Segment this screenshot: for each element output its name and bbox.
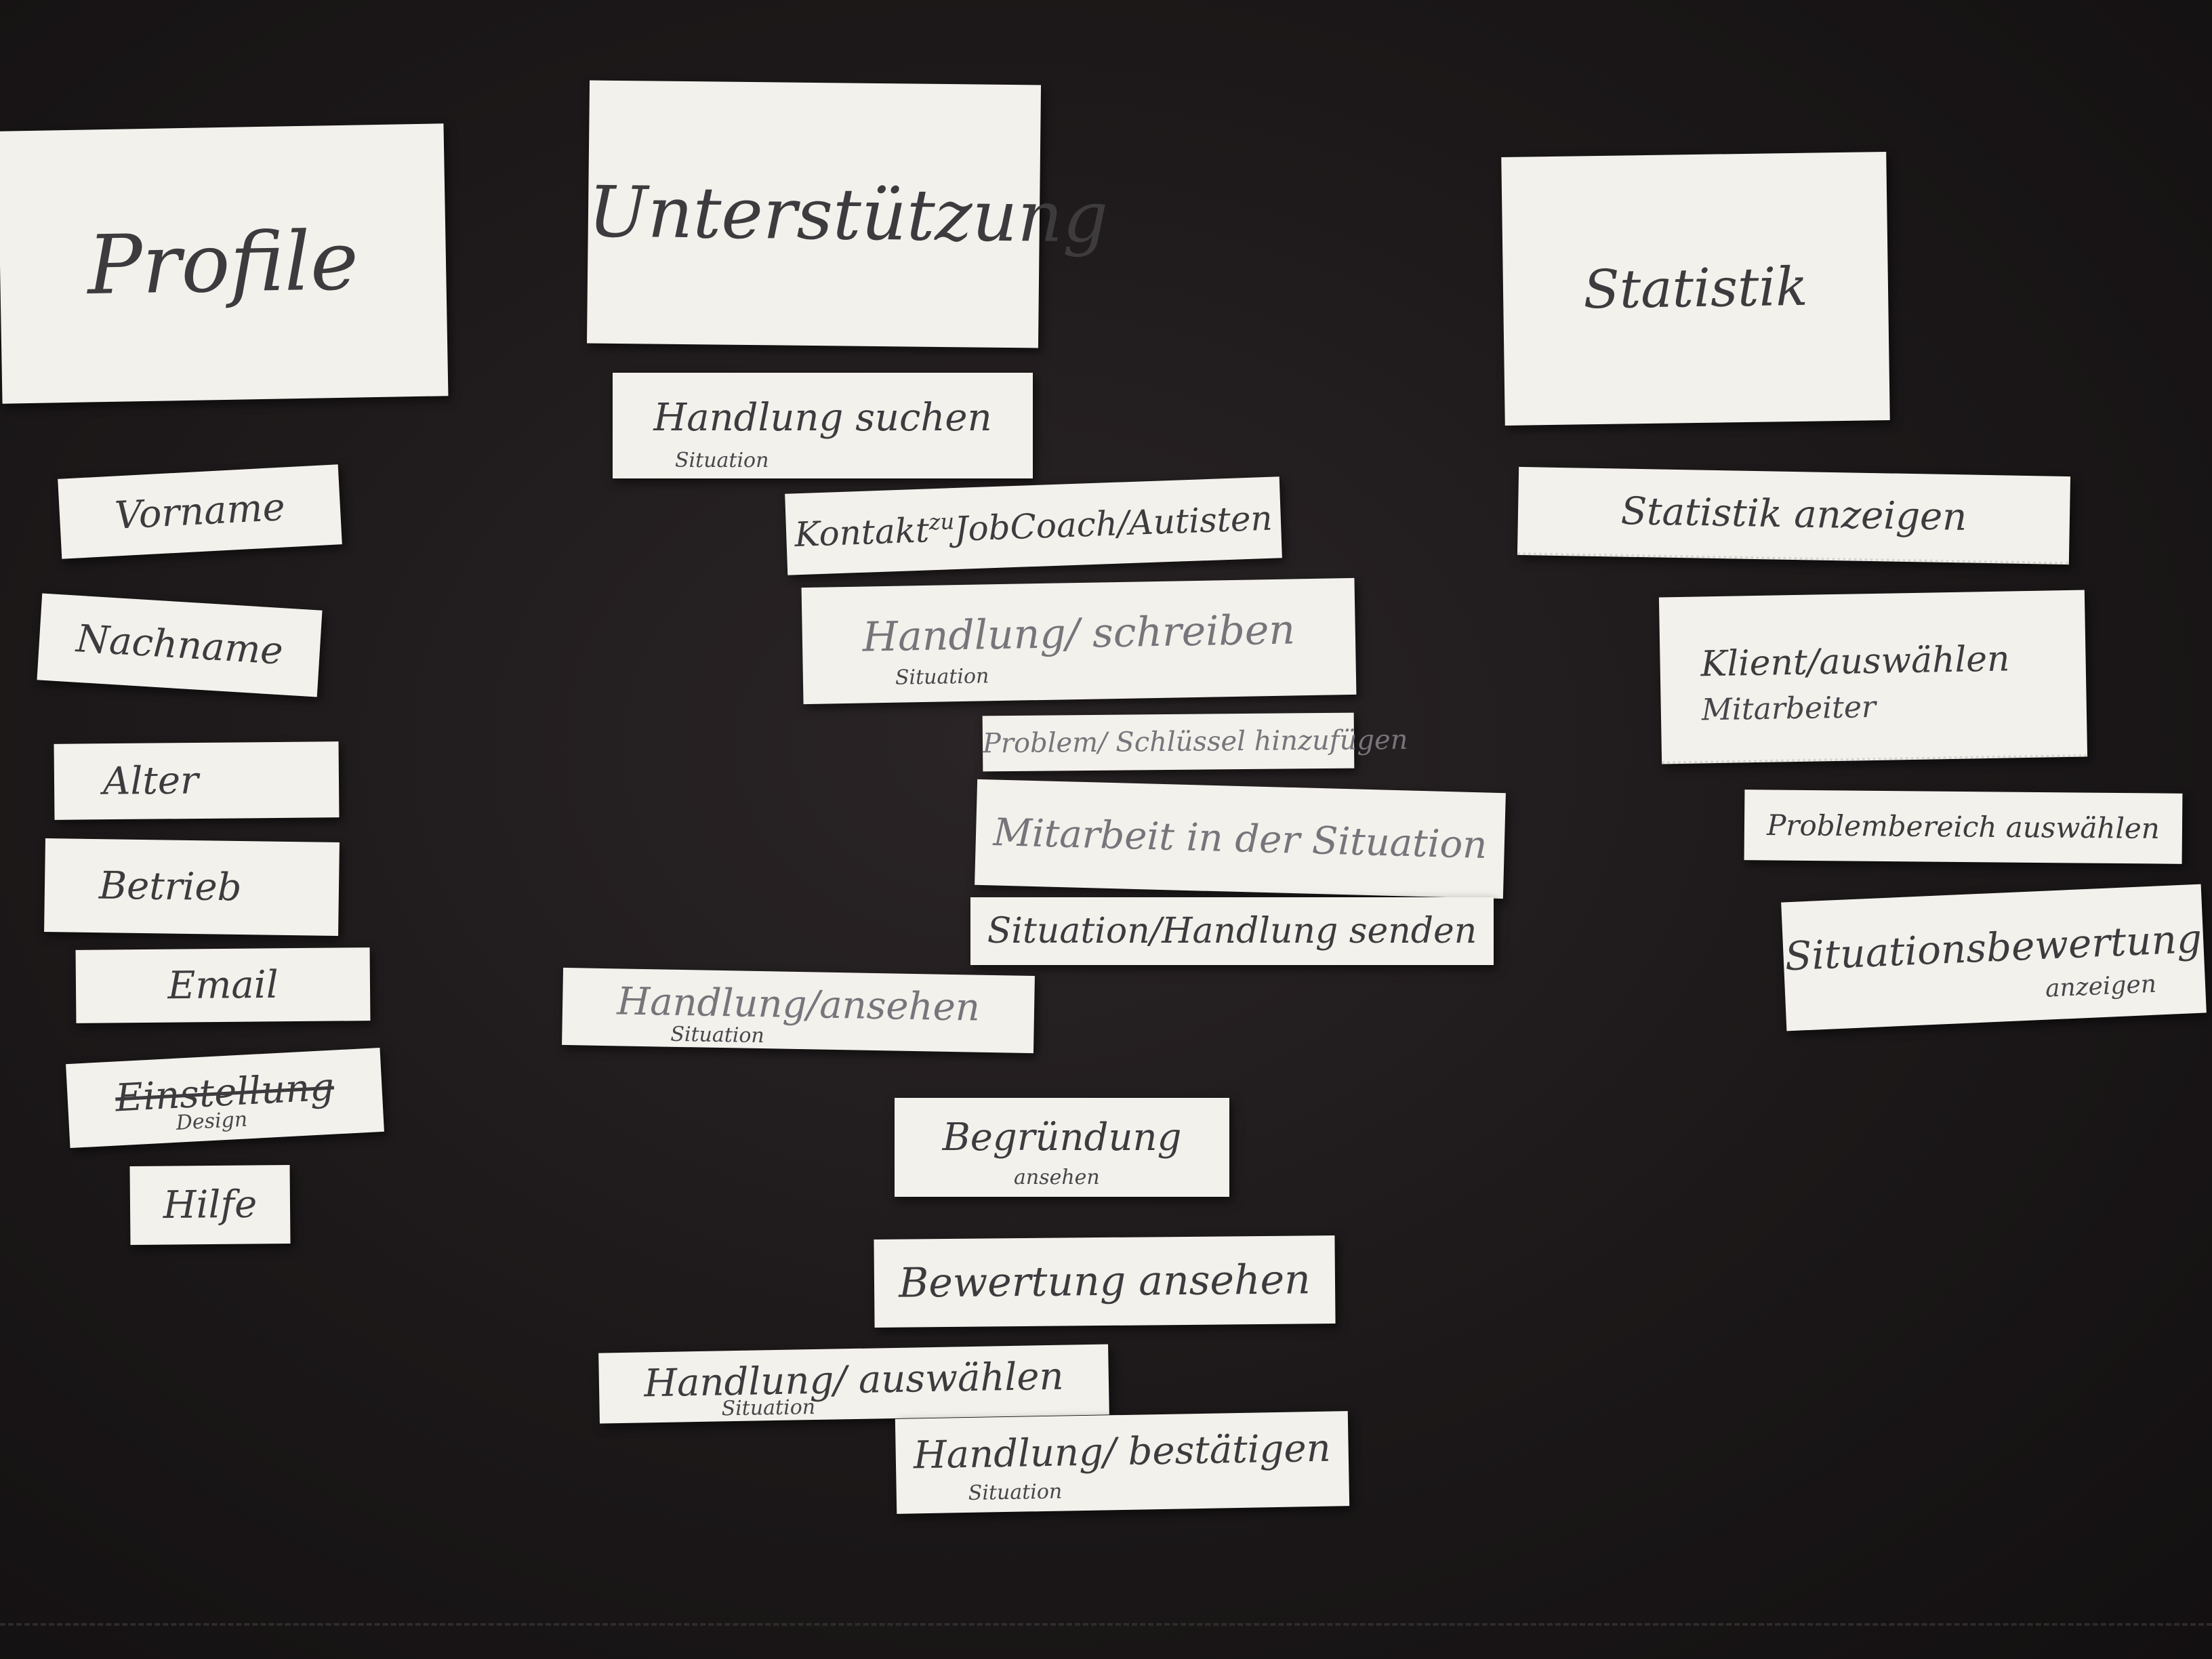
profile-item-vorname: Vorname (58, 464, 342, 559)
support-item-begruendung-note: ansehen (1014, 1166, 1100, 1189)
support-item-auswaehlen-note: Situation (721, 1395, 816, 1421)
stats-item-situationsbewertung-label: Situationsbewertung (1784, 915, 2203, 980)
support-item-suchen-label: Handlung suchen (653, 396, 992, 440)
profile-item-hilfe: Hilfe (129, 1164, 291, 1246)
kontakt-sup: zu (928, 508, 955, 535)
support-item-suchen-note: Situation (675, 449, 769, 472)
profile-item-hilfe-label: Hilfe (163, 1182, 258, 1228)
support-item-schreiben: Handlung/ schreiben Situation (801, 577, 1357, 705)
support-item-bestaetigen: Handlung/ bestätigen Situation (895, 1411, 1350, 1514)
profile-header-label: Profile (86, 214, 360, 313)
support-item-ansehen-note: Situation (670, 1022, 765, 1048)
kontakt-post: JobCoach/Autisten (954, 498, 1273, 549)
support-item-senden-label: Situation/Handlung senden (987, 911, 1477, 951)
support-item-mitarbeit-label: Mitarbeit in der Situation (992, 810, 1488, 868)
stats-item-anzeigen: Statistik anzeigen (1517, 466, 2071, 565)
kontakt-pre: Kontakt (794, 510, 930, 555)
support-item-bestaetigen-label: Handlung/ bestätigen (913, 1426, 1332, 1478)
profile-header-card: Profile (0, 123, 449, 404)
support-item-schreiben-note: Situation (895, 664, 989, 690)
stats-header-label: Statistik (1582, 256, 1809, 321)
profile-item-alter: Alter (54, 741, 340, 820)
support-item-senden: Situation/Handlung senden (970, 897, 1494, 965)
profile-item-einstellung: Einstellung Design (66, 1047, 384, 1149)
profile-item-einstellung-note: Design (175, 1107, 248, 1135)
profile-item-betrieb: Betrieb (44, 838, 340, 937)
support-item-ansehen-label: Handlung/ansehen (616, 979, 981, 1030)
support-item-bewertung-label: Bewertung ansehen (898, 1256, 1311, 1307)
board-seam (0, 1623, 2212, 1626)
stats-item-klient: Klient/auswählen Mitarbeiter (1658, 590, 2088, 764)
support-header-card: Unterstützung (586, 80, 1109, 348)
stats-item-klient-label: Klient/auswählen (1700, 638, 2010, 685)
support-item-suchen: Handlung suchen Situation (613, 373, 1033, 478)
support-item-bewertung: Bewertung ansehen (874, 1235, 1336, 1328)
profile-item-nachname-label: Nachname (75, 617, 285, 674)
support-item-begruendung-label: Begründung (942, 1115, 1182, 1160)
support-item-kontakt: KontaktzuJobCoach/Autisten (785, 476, 1282, 575)
support-item-mitarbeit: Mitarbeit in der Situation (975, 779, 1506, 899)
profile-item-alter-label: Alter (102, 758, 199, 804)
profile-item-betrieb-label: Betrieb (98, 863, 242, 910)
profile-item-email: Email (75, 947, 371, 1023)
stats-item-anzeigen-label: Statistik anzeigen (1620, 489, 1967, 539)
support-item-auswaehlen: Handlung/ auswählen Situation (598, 1344, 1109, 1424)
support-item-bestaetigen-note: Situation (968, 1479, 1063, 1505)
stats-item-problembereich-label: Problembereich auswählen (1766, 808, 2160, 846)
profile-item-email-label: Email (167, 962, 279, 1008)
support-item-auswaehlen-label: Handlung/ auswählen (643, 1354, 1065, 1406)
profile-item-vorname-label: Vorname (113, 485, 287, 539)
support-item-begruendung: Begründung ansehen (895, 1098, 1229, 1197)
support-item-problem-label: Problem/ Schlüssel hinzufügen (982, 724, 1408, 760)
support-item-problem: Problem/ Schlüssel hinzufügen (982, 712, 1408, 772)
support-item-ansehen: Handlung/ansehen Situation (562, 967, 1035, 1054)
stats-item-situationsbewertung-note: anzeigen (2045, 970, 2157, 1003)
stats-item-situationsbewertung: Situationsbewertung anzeigen (1781, 884, 2207, 1031)
support-item-schreiben-label: Handlung/ schreiben (862, 606, 1296, 661)
stats-item-klient-note: Mitarbeiter (1701, 689, 1877, 728)
support-header-label: Unterstützung (588, 170, 1109, 259)
stats-header-card: Statistik (1501, 152, 1890, 426)
stats-item-problembereich: Problembereich auswählen (1744, 790, 2183, 864)
profile-item-nachname: Nachname (37, 593, 323, 697)
support-item-kontakt-label: KontaktzuJobCoach/Autisten (785, 497, 1282, 555)
